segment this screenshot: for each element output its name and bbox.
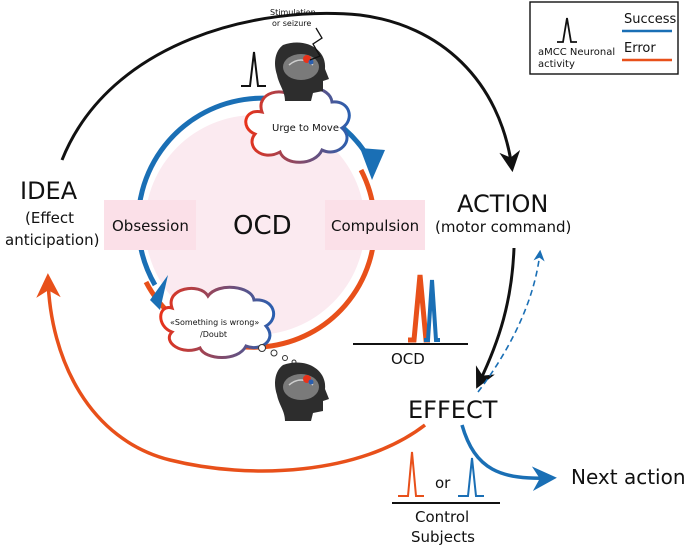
thought-dot-3 [282, 355, 288, 361]
stimulation-text-1: Stimulation [270, 8, 316, 17]
legend-activity-2: activity [538, 59, 575, 70]
obsession-label: Obsession [112, 217, 189, 235]
next-action-label: Next action [571, 465, 685, 489]
thought-dot-1 [258, 344, 266, 352]
control-label-2: Subjects [411, 528, 475, 546]
error-return-arrow [36, 273, 427, 473]
outer-loop-arrow [60, 11, 521, 173]
effect-title: EFFECT [408, 396, 498, 424]
or-word: or [435, 474, 451, 492]
legend-activity-1: aMCC Neuronal [538, 47, 615, 58]
ocd-ring-arrowhead-left [150, 275, 168, 310]
compulsion-box [325, 200, 425, 250]
action-to-effect-arrow [475, 247, 516, 389]
control-label-1: Control [415, 508, 469, 526]
doubt-bubble-text-1: «Something is wrong» [170, 318, 259, 327]
idea-title: IDEA [20, 177, 78, 205]
lightning-icon [309, 27, 323, 61]
doubt-bubble-text-2: /Doubt [200, 330, 227, 339]
success-next-arrow [460, 424, 557, 491]
action-title: ACTION [457, 190, 548, 218]
urge-bubble-text: Urge to Move [272, 123, 339, 134]
ocd-activity-label: OCD [391, 350, 425, 368]
doubt-bubble [159, 285, 276, 359]
ocd-peak-blue [424, 279, 440, 342]
thought-dot-2 [270, 349, 278, 357]
brain-head-bottom-icon [275, 362, 329, 421]
ocd-center-label: OCD [233, 211, 292, 241]
stimulation-text-2: or seizure [272, 19, 311, 28]
idea-sub-1: (Effect [25, 209, 74, 227]
action-sub: (motor command) [435, 218, 571, 236]
obsession-box [104, 200, 196, 250]
control-peak-orange [398, 451, 424, 497]
legend-success: Success [624, 12, 677, 27]
legend-error: Error [624, 41, 656, 56]
legend-box [529, 1, 679, 75]
compulsion-label: Compulsion [331, 217, 419, 235]
control-peak-blue [458, 457, 484, 497]
stim-spike-icon [241, 51, 266, 87]
idea-sub-2: anticipation) [5, 231, 99, 249]
ocd-ring-arrowhead-right [360, 148, 385, 180]
legend-spike-icon [557, 17, 577, 43]
feedback-dashed-arrow [477, 249, 545, 393]
ocd-circle [145, 115, 365, 335]
